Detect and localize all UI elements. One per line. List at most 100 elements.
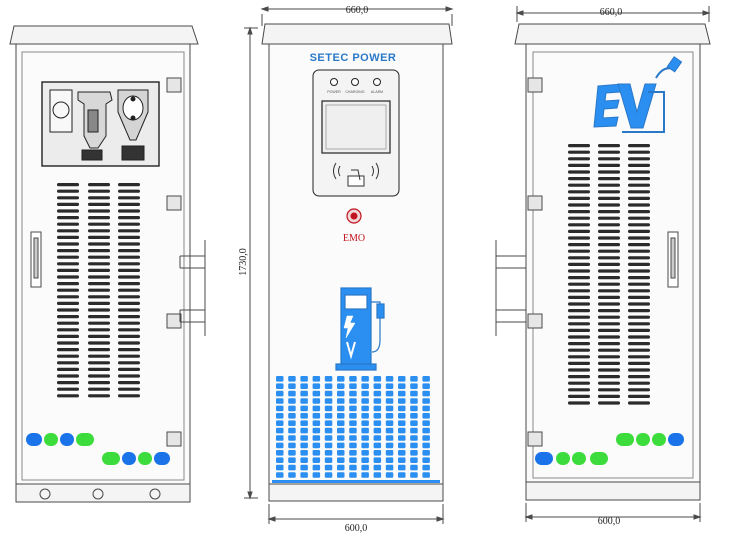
front-vent-slot — [398, 450, 406, 456]
front-vent-slot — [312, 390, 321, 397]
vent-slot — [598, 203, 620, 207]
front-vent-slot — [337, 464, 345, 471]
vent-slot — [118, 255, 140, 259]
vent-slot — [628, 335, 650, 339]
vent-slot — [628, 196, 650, 200]
front-vent-slot — [410, 442, 418, 449]
status-light — [668, 433, 684, 446]
vent-slot — [568, 150, 590, 154]
front-vent-slot — [300, 398, 308, 404]
vent-slot — [88, 262, 110, 266]
front-vent-slot — [324, 427, 333, 434]
vent-slot — [118, 196, 140, 200]
vent-slot — [57, 209, 79, 213]
front-vent-slot — [300, 472, 308, 478]
front-vent-slot — [337, 383, 345, 389]
front-vent-slot — [288, 442, 296, 449]
vent-slot — [598, 249, 620, 253]
vent-slot — [628, 361, 650, 365]
vent-slot — [57, 334, 79, 338]
vent-slot — [88, 268, 110, 272]
vent-slot — [628, 348, 650, 352]
front-vent-slot — [300, 390, 308, 397]
vent-slot — [88, 275, 110, 279]
indicator-light — [373, 78, 381, 86]
vent-slot — [57, 361, 79, 365]
vent-slot — [57, 308, 79, 312]
status-light — [122, 452, 136, 465]
vent-slot — [568, 243, 590, 247]
vent-slot — [118, 222, 140, 226]
rfid-reader-icon — [333, 162, 379, 187]
front-vent-slot — [422, 390, 430, 397]
front-vent-slot — [276, 442, 284, 449]
front-vent-slot — [422, 376, 430, 382]
vent-slot — [88, 367, 110, 371]
vent-slot — [568, 302, 590, 306]
front-vent-slot — [312, 442, 321, 449]
front-vent-slot — [324, 420, 333, 426]
vent-slot — [568, 289, 590, 293]
right-vent-grille — [568, 144, 650, 405]
front-vent-slot — [337, 413, 345, 419]
front-vent-slot — [361, 427, 369, 434]
vent-slot — [598, 335, 620, 339]
vent-slot — [88, 249, 110, 253]
front-vent-slot — [361, 398, 369, 404]
front-vent-slot — [324, 376, 333, 382]
vent-slot — [57, 367, 79, 371]
front-vent-slot — [312, 464, 321, 471]
front-vent-slot — [349, 442, 357, 449]
vent-slot — [568, 236, 590, 240]
front-vent-slot — [324, 413, 333, 419]
vent-slot — [88, 334, 110, 338]
front-vent-slot — [398, 442, 406, 449]
front-vent-slot — [276, 390, 284, 397]
right-side-bracket — [495, 240, 526, 336]
vent-slot — [118, 262, 140, 266]
front-vent-slot — [398, 420, 406, 426]
front-vent-slot — [300, 427, 308, 434]
vent-slot — [118, 334, 140, 338]
vent-slot — [598, 361, 620, 365]
vent-slot — [628, 394, 650, 398]
charging-connector-left — [77, 91, 113, 161]
vent-slot — [598, 144, 620, 148]
front-cabinet-view — [244, 6, 454, 524]
right-bottom-width-label: 600,0 — [598, 516, 621, 527]
vent-slot — [88, 209, 110, 213]
front-vent-slot — [398, 383, 406, 389]
vent-slot — [568, 394, 590, 398]
front-vent-slot — [288, 405, 296, 412]
vent-slot — [568, 276, 590, 280]
base-hole — [39, 488, 51, 500]
vent-slot — [568, 328, 590, 332]
vent-slot — [568, 269, 590, 273]
front-vent-slot — [349, 427, 357, 434]
vent-slot — [628, 368, 650, 372]
front-vent-slot — [349, 405, 357, 412]
front-vent-slot — [324, 435, 333, 441]
emo-label: EMO — [343, 233, 365, 244]
front-vent-slot — [312, 427, 321, 434]
vent-slot — [118, 235, 140, 239]
vent-slot — [57, 394, 79, 398]
vent-slot — [118, 242, 140, 246]
front-vent-slot — [349, 472, 357, 478]
vent-slot — [57, 183, 79, 187]
front-vent-slot — [398, 390, 406, 397]
front-vent-slot — [288, 383, 296, 389]
vent-slot — [88, 341, 110, 345]
front-vent-slot — [312, 420, 321, 426]
vent-slot — [88, 374, 110, 378]
front-vent-slot — [276, 427, 284, 434]
ev-logo — [593, 56, 683, 133]
vent-slot — [628, 302, 650, 306]
front-vent-slot — [373, 472, 382, 478]
vent-slot — [628, 388, 650, 392]
front-vent-slot — [422, 464, 430, 471]
front-vent-slot — [361, 420, 369, 426]
front-vent-slot — [410, 450, 418, 456]
vent-slot — [568, 388, 590, 392]
